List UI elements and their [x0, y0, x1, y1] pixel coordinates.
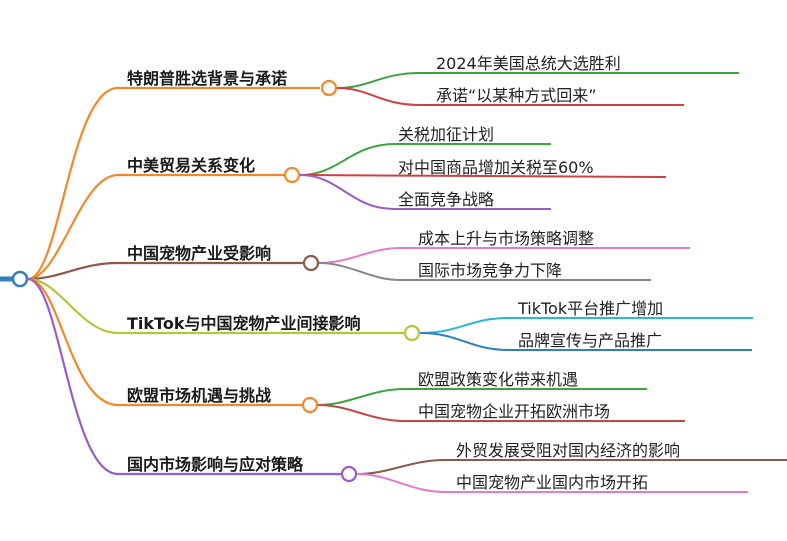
- leaf-expand-europe[interactable]: 中国宠物企业开拓欧洲市场: [418, 402, 611, 421]
- leaf-competition-strategy[interactable]: 全面竞争战略: [398, 190, 495, 209]
- leaf-competitiveness-decline[interactable]: 国际市场竞争力下降: [418, 261, 563, 280]
- root-node[interactable]: [13, 272, 27, 286]
- leaf-eu-policy-opportunity[interactable]: 欧盟政策变化带来机遇: [418, 370, 579, 389]
- leaf-trade-hindered[interactable]: 外贸发展受阻对国内经济的影响: [456, 441, 681, 460]
- branch-us-china-trade[interactable]: 中美贸易关系变化: [127, 156, 256, 175]
- branch-trump-election[interactable]: 特朗普胜选背景与承诺: [127, 69, 288, 88]
- leaf-election-victory[interactable]: 2024年美国总统大选胜利: [436, 54, 621, 73]
- leaf-tariff-60[interactable]: 对中国商品增加关税至60%: [398, 158, 594, 177]
- leaf-domestic-expansion[interactable]: 中国宠物产业国内市场开拓: [456, 473, 649, 492]
- leaf-tariff-plan[interactable]: 关税加征计划: [398, 125, 495, 144]
- leaf-cost-rise[interactable]: 成本上升与市场策略调整: [418, 229, 595, 248]
- branch-tiktok-impact[interactable]: TikTok与中国宠物产业间接影响: [127, 314, 361, 333]
- branch-pet-industry-impact[interactable]: 中国宠物产业受影响: [127, 244, 272, 263]
- leaf-tiktok-promotion[interactable]: TikTok平台推广增加: [518, 299, 664, 318]
- branch-domestic-market[interactable]: 国内市场影响与应对策略: [127, 455, 304, 474]
- leaf-promise-return[interactable]: 承诺“以某种方式回来”: [436, 86, 597, 105]
- branch-eu-market[interactable]: 欧盟市场机遇与挑战: [127, 386, 272, 405]
- leaf-brand-promotion[interactable]: 品牌宣传与产品推广: [518, 331, 663, 350]
